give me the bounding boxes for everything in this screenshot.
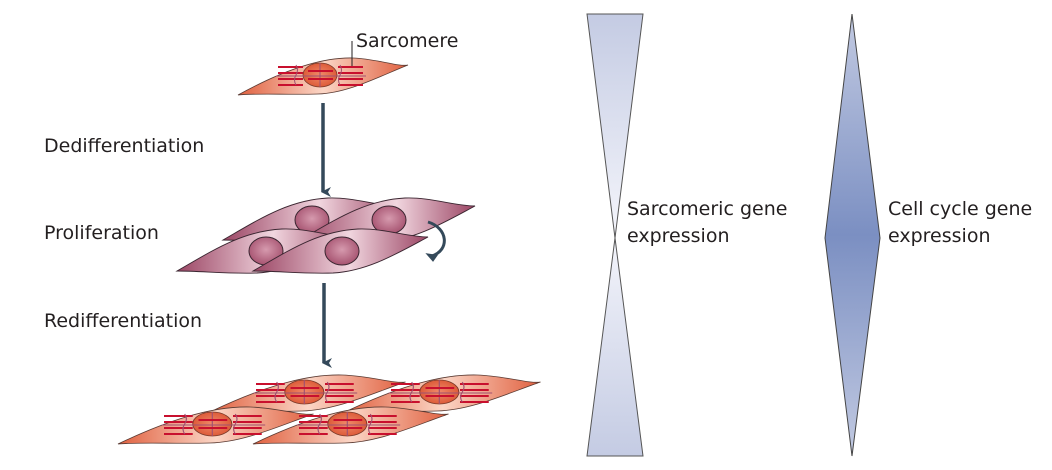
step-label-dedifferentiation: Dedifferentiation: [44, 135, 205, 157]
proliferating-cells: [176, 197, 476, 274]
step-label-redifferentiation: Redifferentiation: [44, 310, 203, 332]
sarcomere-label: Sarcomere: [356, 30, 459, 52]
sarcomeric-gene-label-line2: expression: [627, 225, 730, 247]
cell-cycle-gene-label-line1: Cell cycle gene: [888, 198, 1033, 220]
sarcomeric-gene-expression-shape: [586, 13, 644, 457]
cell-cycle-gene-expression-shape: [824, 13, 881, 457]
differentiated-cardiomyocyte: [237, 56, 409, 96]
cell-cycle-gene-label-line2: expression: [888, 225, 991, 247]
step-label-proliferation: Proliferation: [44, 222, 159, 244]
redifferentiated-cardiomyocytes: [116, 373, 542, 446]
sarcomeric-gene-label-line1: Sarcomeric gene: [627, 198, 788, 220]
cycle-arrow-icon: [425, 220, 446, 262]
